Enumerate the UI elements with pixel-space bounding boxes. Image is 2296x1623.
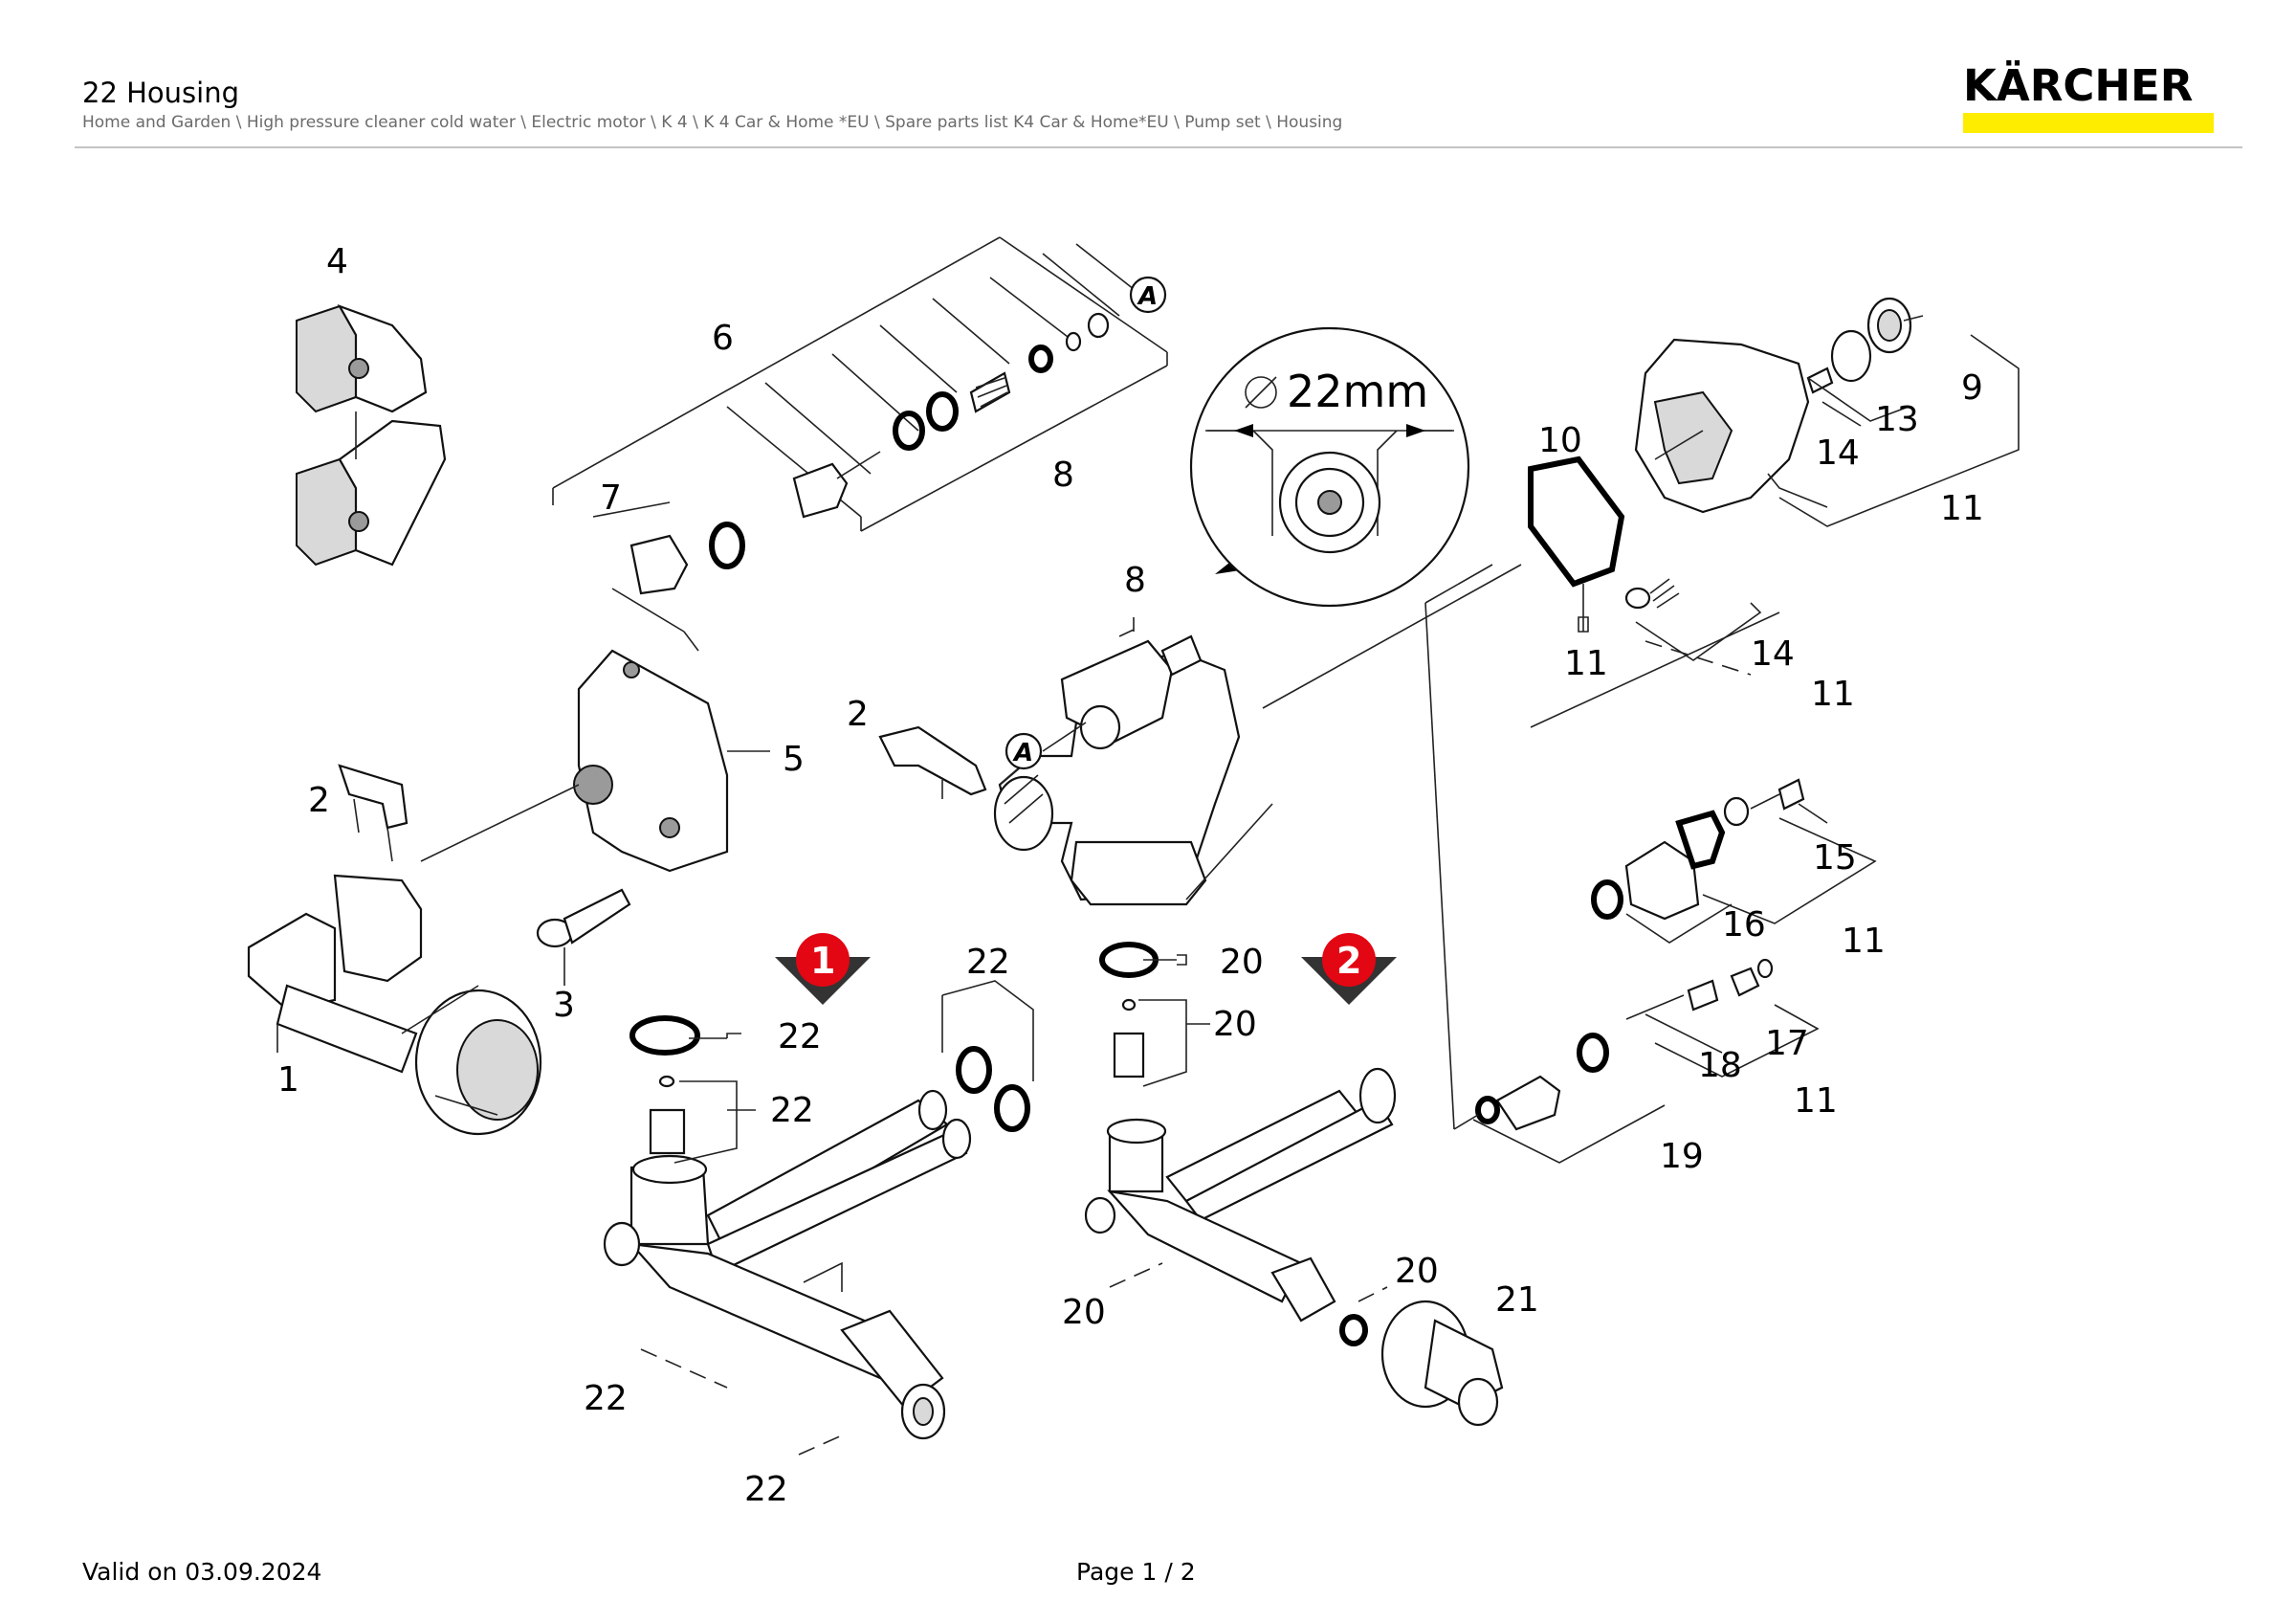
callout-22-insert: 22	[770, 1091, 814, 1130]
page-title: 22 Housing	[82, 77, 240, 109]
callout-11-mid: 11	[1811, 675, 1855, 714]
callout-22-outlet: 22	[744, 1470, 788, 1509]
callout-20-pipe: 20	[1062, 1293, 1106, 1332]
callout-20-outlet: 20	[1395, 1252, 1439, 1291]
callout-18: 18	[1698, 1046, 1742, 1085]
callout-8-pump: 8	[1124, 561, 1146, 600]
callout-11-bottom: 11	[1794, 1081, 1838, 1121]
callout-20-ring: 20	[1220, 943, 1264, 982]
callout-3: 3	[553, 986, 575, 1025]
callout-4: 4	[326, 242, 348, 281]
valid-date: Valid on 03.09.2024	[82, 1558, 322, 1586]
valve-stack-group: A	[552, 236, 1168, 652]
callout-17: 17	[1765, 1024, 1809, 1063]
callout-19: 19	[1660, 1137, 1704, 1176]
callout-2-center: 2	[847, 695, 869, 734]
ref-marker-a-top: A	[1137, 282, 1158, 311]
callout-22-o-rings: 22	[966, 943, 1010, 982]
callout-11-ring: 11	[1564, 644, 1608, 683]
callout-20-insert: 20	[1213, 1005, 1257, 1044]
svg-text:1: 1	[810, 940, 835, 982]
callout-13: 13	[1875, 400, 1919, 439]
variant-2-pipe-manifold[interactable]	[1084, 942, 1504, 1427]
variant-marker-1: 1	[775, 933, 871, 1005]
callout-11-top: 11	[1940, 489, 1984, 528]
callout-11-low: 11	[1842, 922, 1886, 961]
pump-head-main[interactable]: A	[993, 617, 1273, 906]
callout-6: 6	[712, 319, 734, 358]
part-19-valve-seat[interactable]	[1472, 1033, 1666, 1164]
part-2-clip-left[interactable]	[338, 764, 408, 862]
callout-15: 15	[1813, 838, 1857, 878]
valve-piston[interactable]	[792, 462, 849, 519]
callout-7: 7	[600, 478, 622, 518]
callout-22-pipe: 22	[584, 1379, 628, 1418]
part-2-clip-center[interactable]	[878, 725, 987, 799]
part-7-check-valve[interactable]	[629, 534, 689, 595]
callout-9: 9	[1961, 368, 1983, 408]
part-11-pump-head-right[interactable]	[1634, 297, 1924, 514]
page-indicator: Page 1 / 2	[1076, 1558, 1196, 1586]
part-4-bracket[interactable]	[296, 303, 447, 567]
variant-1-pipe-manifold[interactable]	[603, 980, 1034, 1456]
callout-14-top: 14	[1816, 434, 1860, 473]
part-1-pump-housing[interactable]	[247, 874, 542, 1136]
callout-8-top: 8	[1052, 456, 1074, 495]
detail-magnifier: 22mm	[1189, 326, 1470, 608]
header-divider	[75, 146, 2242, 148]
callout-14-mid: 14	[1751, 634, 1795, 674]
part-17-18-valve[interactable]	[1625, 958, 1820, 1078]
ref-marker-a-pump: A	[1012, 739, 1033, 767]
callout-21: 21	[1495, 1280, 1539, 1320]
svg-text:2: 2	[1336, 940, 1361, 982]
part-16-valve-insert[interactable]	[1591, 778, 1877, 944]
karcher-logo: KÄRCHER	[1963, 63, 2214, 136]
breadcrumb[interactable]: Home and Garden \ High pressure cleaner …	[82, 113, 1343, 132]
callout-16: 16	[1722, 905, 1766, 945]
callout-1: 1	[277, 1060, 299, 1100]
part-10-o-ring[interactable]	[1528, 456, 1625, 588]
part-3-screw[interactable]	[536, 888, 631, 986]
callout-10: 10	[1538, 421, 1582, 460]
callout-5: 5	[783, 740, 805, 779]
logo-wordmark: KÄRCHER	[1963, 60, 2194, 111]
spring-valve-14[interactable]	[1624, 578, 1762, 676]
variant-marker-2: 2	[1301, 933, 1397, 1005]
callout-22-ring: 22	[778, 1017, 822, 1056]
callout-2-left: 2	[308, 781, 330, 820]
logo-yellow-bar	[1963, 113, 2214, 133]
dimension-label: 22mm	[1287, 366, 1428, 417]
part-5-cover[interactable]	[420, 649, 770, 873]
